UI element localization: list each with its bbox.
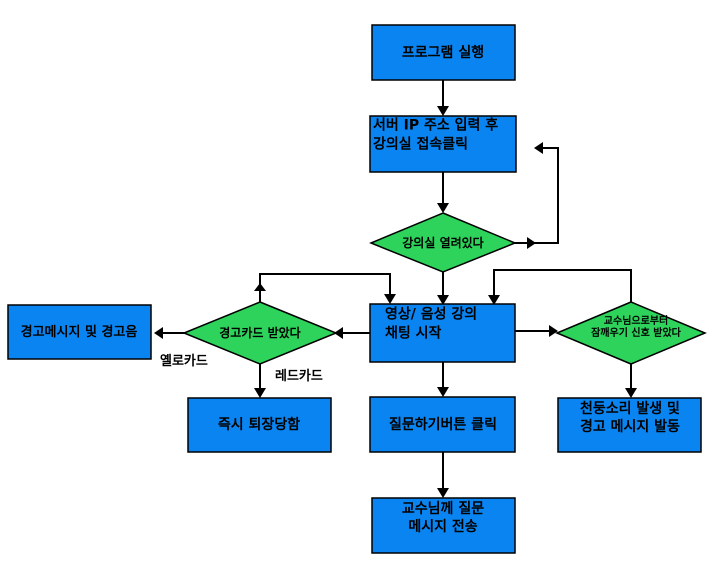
arrowhead — [437, 387, 449, 397]
arrowhead — [154, 327, 163, 339]
edge-wake-loop — [493, 269, 632, 302]
arrowhead — [488, 295, 500, 305]
arrowhead — [384, 294, 396, 304]
arrowhead — [437, 488, 449, 498]
node-label-line: 경고메시지 및 경고음 — [21, 324, 138, 340]
node-label-line: 메시지 전송 — [408, 518, 477, 535]
decision-is-room-open — [369, 212, 517, 273]
process-box-question-button — [369, 396, 516, 453]
arrowhead — [527, 237, 536, 249]
node-label-warning-message: 경고메시지 및 경고음 — [21, 324, 138, 340]
process-box-run-program — [371, 24, 516, 81]
node-label-line: 경고 메시지 발동 — [580, 418, 680, 435]
node-label-warning-card: 경고카드 받았다 — [219, 325, 300, 340]
node-label-line: 즉시 퇴장당함 — [218, 416, 300, 433]
node-label-line: 서버 IP 주소 입력 후 — [373, 117, 498, 134]
node-label-line: 프로그램 실행 — [402, 44, 484, 61]
node-label-line: 강의실 열려있다 — [402, 235, 483, 250]
process-box-thunder-warning — [557, 397, 702, 453]
process-box-send-question — [371, 497, 516, 554]
arrowhead — [437, 295, 449, 305]
process-box-immediate-expel — [187, 397, 332, 453]
node-label-line: 잠깨우기 신호 받았다 — [591, 326, 682, 339]
node-label-line: 영상/ 음성 강의 — [385, 306, 477, 323]
node-label-is-room-open: 강의실 열려있다 — [402, 235, 483, 250]
arrowhead — [334, 327, 343, 339]
arrowhead — [437, 106, 449, 116]
node-label-run-program: 프로그램 실행 — [402, 44, 484, 61]
edge-label-red-card: 레드카드 — [275, 369, 323, 384]
arrowhead — [254, 388, 266, 398]
edge-loop-back — [515, 147, 559, 244]
arrowheads — [154, 106, 637, 498]
process-box-video-audio-chat — [369, 303, 516, 363]
decision-wake-signal — [555, 301, 707, 365]
arrowhead — [534, 142, 543, 154]
process-box-warning-message — [7, 304, 152, 360]
node-label-question-button: 질문하기버튼 클릭 — [389, 416, 497, 433]
node-label-line: 강의실 접속클릭 — [373, 136, 468, 153]
node-label-line: 질문하기버튼 클릭 — [389, 416, 497, 433]
arrowhead — [254, 283, 266, 291]
process-box-enter-server — [369, 115, 517, 173]
node-label-line: 채팅 시작 — [385, 325, 442, 342]
node-label-immediate-expel: 즉시 퇴장당함 — [218, 416, 300, 433]
arrowhead — [549, 325, 558, 337]
arrowhead — [625, 388, 637, 398]
arrowhead — [437, 203, 449, 213]
edge-label-yellow-card: 옐로카드 — [160, 354, 208, 369]
node-label-line: 교수님으로부터 — [604, 314, 668, 327]
decision-warning-card — [182, 301, 338, 365]
node-label-line: 교수님께 질문 — [402, 501, 484, 517]
edge-warning-loop — [259, 273, 391, 302]
node-label-line: 경고카드 받았다 — [219, 325, 300, 340]
node-label-line: 천둥소리 발생 및 — [580, 400, 680, 417]
